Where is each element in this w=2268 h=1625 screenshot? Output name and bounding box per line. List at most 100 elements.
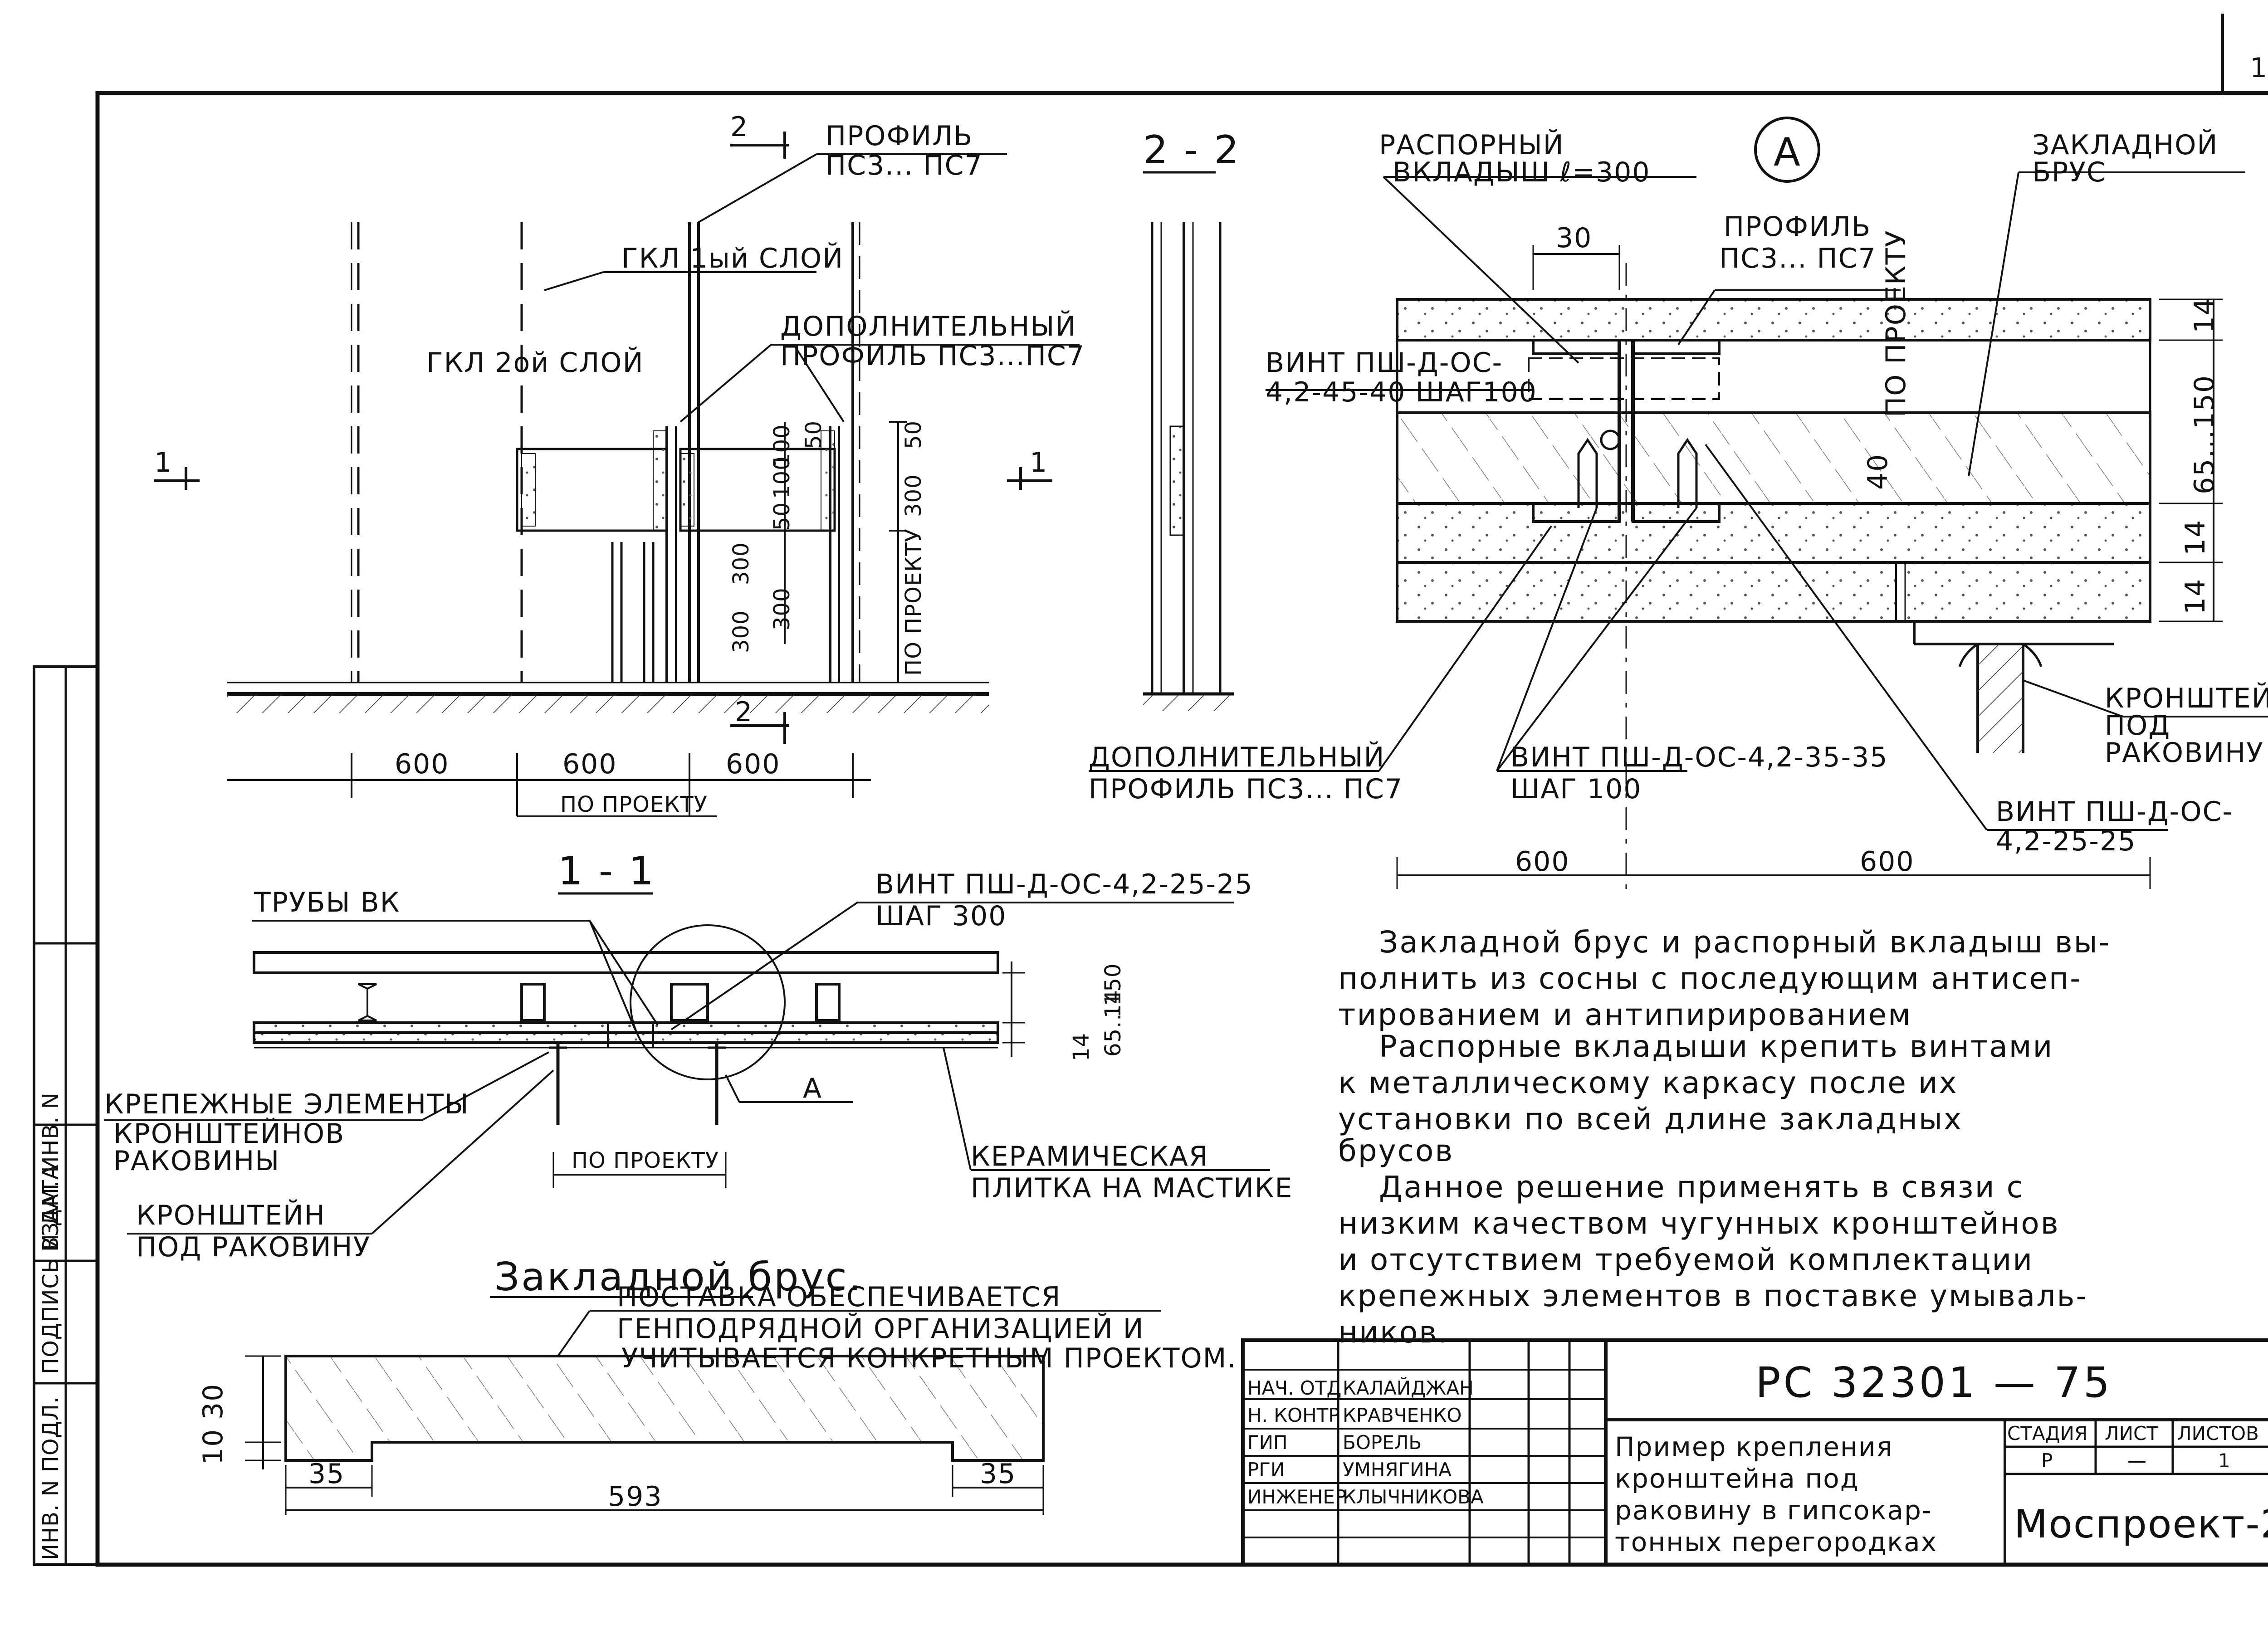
detail-a-screw-a-1: ВИНТ ПШ-Д-ОС- <box>1266 347 1503 379</box>
section-1-1-dim-14a: 14 <box>1100 990 1126 1018</box>
detail-a-spacer-1: РАСПОРНЫЙ <box>1379 128 1564 161</box>
section-1-1-callout: А <box>803 1073 822 1104</box>
detail-a-screw-a-2: 4,2-45-40 ШАГ100 <box>1266 376 1537 408</box>
detail-a-screw-c-1: ВИНТ ПШ-Д-ОС- <box>1996 796 2233 828</box>
detail-a-labels: А РАСПОРНЫЙ ВКЛАДЫШ ℓ=300 ЗАКЛАДНОЙ БРУС… <box>1089 128 2268 878</box>
elev-vdim-300a: 300 <box>728 542 754 585</box>
detail-a-by-project: ПО ПРОЕКТУ <box>1880 229 1912 417</box>
note-line-7: брусов <box>1338 1133 1454 1168</box>
embedded-beam-labels: Закладной брус. ПОСТАВКА ОБЕСПЕЧИВАЕТСЯ … <box>197 1254 1236 1513</box>
detail-a-marker: А <box>1774 130 1802 175</box>
section-1-1-bracket-1: КРОНШТЕЙН <box>136 1199 326 1231</box>
detail-a-dim-600-left: 600 <box>1515 846 1570 878</box>
note-line-10: и отсутствием требуемой комплектации <box>1338 1242 2033 1277</box>
organization: Моспроект-2 <box>2014 1502 2268 1547</box>
sig-role-3: ГИП <box>1247 1431 1288 1454</box>
section-1-1-dim-14b: 14 <box>1069 1033 1094 1061</box>
drawing-title-1: Пример крепления <box>1615 1431 1893 1462</box>
section-1-1-screw-1: ВИНТ ПШ-Д-ОС-4,2-25-25 <box>875 869 1253 900</box>
elev-vdim-300b: 300 <box>901 474 926 517</box>
note-line-12: ников. <box>1338 1315 1449 1350</box>
elev-cut-1-left: 1 <box>154 447 172 478</box>
beam-dim-35-right: 35 <box>980 1458 1016 1490</box>
note-line-5: к металлическому каркасу после их <box>1338 1065 1958 1100</box>
stage-header: СТАДИЯ <box>2007 1422 2087 1444</box>
sig-name-1: КАЛАЙДЖАН <box>1343 1376 1474 1399</box>
detail-a-profile-2: ПС3... ПС7 <box>1719 243 1877 274</box>
sig-role-1: НАЧ. ОТД <box>1247 1377 1341 1399</box>
embedded-beam <box>245 1296 1161 1515</box>
detail-a-screw-b-2: ШАГ 100 <box>1510 773 1642 805</box>
elev-vdim-project: ПО ПРОЕКТУ <box>901 528 926 676</box>
elev-vdim-100a: 100 <box>769 456 795 499</box>
detail-a-dim-14c: 14 <box>2180 578 2211 615</box>
detail-a-dim-14a: 14 <box>2189 297 2220 333</box>
title-block <box>1241 1338 2268 1566</box>
sig-name-3: БОРЕЛЬ <box>1343 1431 1422 1454</box>
page-number-box: 113 <box>2221 14 2268 95</box>
note-line-8: Данное решение применять в связи с <box>1379 1170 2024 1205</box>
section-2-2-title: 2 - 2 <box>1143 127 1241 173</box>
section-1-1-dim-project: ПО ПРОЕКТУ <box>572 1148 719 1173</box>
elev-cut-2-bottom: 2 <box>735 696 753 728</box>
elev-vdim-300c: 300 <box>728 610 754 653</box>
elev-vdim-50a: 50 <box>801 420 826 449</box>
sig-name-5: КЛЫЧНИКОВА <box>1343 1486 1484 1508</box>
detail-a-beam-1: ЗАКЛАДНОЙ <box>2032 128 2218 161</box>
beam-supply-2: ГЕНПОДРЯДНОЙ ОРГАНИЗАЦИЕЙ И <box>617 1312 1144 1345</box>
beam-supply-1: ПОСТАВКА ОБЕСПЕЧИВАЕТСЯ <box>617 1281 1061 1313</box>
elev-gkl-2: ГКЛ 2ой СЛОЙ <box>426 346 644 379</box>
section-1-1-fasteners-1: КРЕПЕЖНЫЕ ЭЛЕМЕНТЫ <box>104 1088 469 1120</box>
left-margin-strip: ИНВ. N ПОДЛ. ПОДПИСЬ И ДАТА ВЗАМ. ИНВ. N <box>33 665 99 1566</box>
detail-a-dim-14b: 14 <box>2180 519 2211 556</box>
section-1-1-tile-1: КЕРАМИЧЕСКАЯ <box>971 1141 1209 1172</box>
note-line-2: полнить из сосны с последующим антисеп- <box>1338 961 2082 996</box>
detail-a-dim-600-right: 600 <box>1860 846 1915 878</box>
note-line-3: тированием и антипирированием <box>1338 997 1912 1032</box>
elev-vdim-100b: 100 <box>769 424 795 467</box>
detail-a-bracket-3: РАКОВИНУ <box>2105 737 2264 769</box>
detail-a-extra-2: ПРОФИЛЬ ПС3... ПС7 <box>1089 773 1403 805</box>
sheet-header: ЛИСТ <box>2105 1422 2158 1444</box>
detail-a-dim-65-150: 65...150 <box>2189 375 2220 494</box>
detail-a-bracket-1: КРОНШТЕЙН <box>2105 682 2268 714</box>
drawing-title-2: кронштейна под <box>1615 1463 1859 1494</box>
section-1-1-tile-2: ПЛИТКА НА МАСТИКЕ <box>971 1172 1293 1204</box>
section-1-1-pipes: ТРУБЫ ВК <box>254 887 400 918</box>
note-line-11: крепежных элементов в поставке умываль- <box>1338 1279 2088 1313</box>
section-1-1-dim-65-150: 65...150 <box>1100 963 1126 1057</box>
elev-profile-label-2: ПС3... ПС7 <box>826 150 983 181</box>
section-2-2 <box>1143 171 1234 711</box>
elev-gkl-1: ГКЛ 1ый СЛОЙ <box>621 242 844 274</box>
sheets-value: 1 <box>2218 1449 2230 1472</box>
elev-dim-project: ПО ПРОЕКТУ <box>560 792 708 817</box>
beam-dim-35-left: 35 <box>308 1458 345 1490</box>
notes-block: Закладной брус и распорный вкладыш вы- п… <box>1338 925 2111 1350</box>
detail-a-dim-30: 30 <box>1556 222 1592 254</box>
margin-replace-label: ВЗАМ. ИНВ. N <box>38 1092 64 1252</box>
sheets-header: ЛИСТОВ <box>2177 1422 2259 1444</box>
note-line-9: низким качеством чугунных кронштейнов <box>1338 1206 2060 1241</box>
detail-a-screw-c-2: 4,2-25-25 <box>1996 825 2136 857</box>
elev-cut-2-top: 2 <box>730 111 748 143</box>
note-line-6: установки по всей длине закладных <box>1338 1102 1963 1137</box>
detail-a-dim-40: 40 <box>1862 454 1894 490</box>
detail-a-spacer-2: ВКЛАДЫШ ℓ=300 <box>1393 156 1651 188</box>
detail-a-screw-b-1: ВИНТ ПШ-Д-ОС-4,2-35-35 <box>1510 742 1888 773</box>
sig-role-5: ИНЖЕНЕР <box>1247 1486 1346 1508</box>
note-line-1: Закладной брус и распорный вкладыш вы- <box>1379 925 2111 960</box>
section-1-1-bracket-2: ПОД РАКОВИНУ <box>136 1231 371 1263</box>
elev-profile-label-1: ПРОФИЛЬ <box>826 120 973 152</box>
elev-extra-profile-1: ДОПОЛНИТЕЛЬНЫЙ <box>780 310 1076 342</box>
section-1-1 <box>104 892 1270 1235</box>
beam-title: Закладной брус. <box>494 1254 863 1300</box>
beam-dim-10: 10 <box>197 1429 229 1465</box>
section-1-1-labels: 1 - 1 ТРУБЫ ВК ВИНТ ПШ-Д-ОС-4,2-25-25 ША… <box>104 849 1293 1263</box>
detail-a-beam-2: БРУС <box>2032 156 2107 188</box>
sig-name-4: УМНЯГИНА <box>1343 1459 1452 1481</box>
elev-vdim-50c: 50 <box>901 420 926 449</box>
drawing-code: РС 32301 — 75 <box>1755 1358 2112 1407</box>
detail-a <box>1089 117 2268 889</box>
sig-role-2: Н. КОНТР <box>1247 1404 1340 1426</box>
